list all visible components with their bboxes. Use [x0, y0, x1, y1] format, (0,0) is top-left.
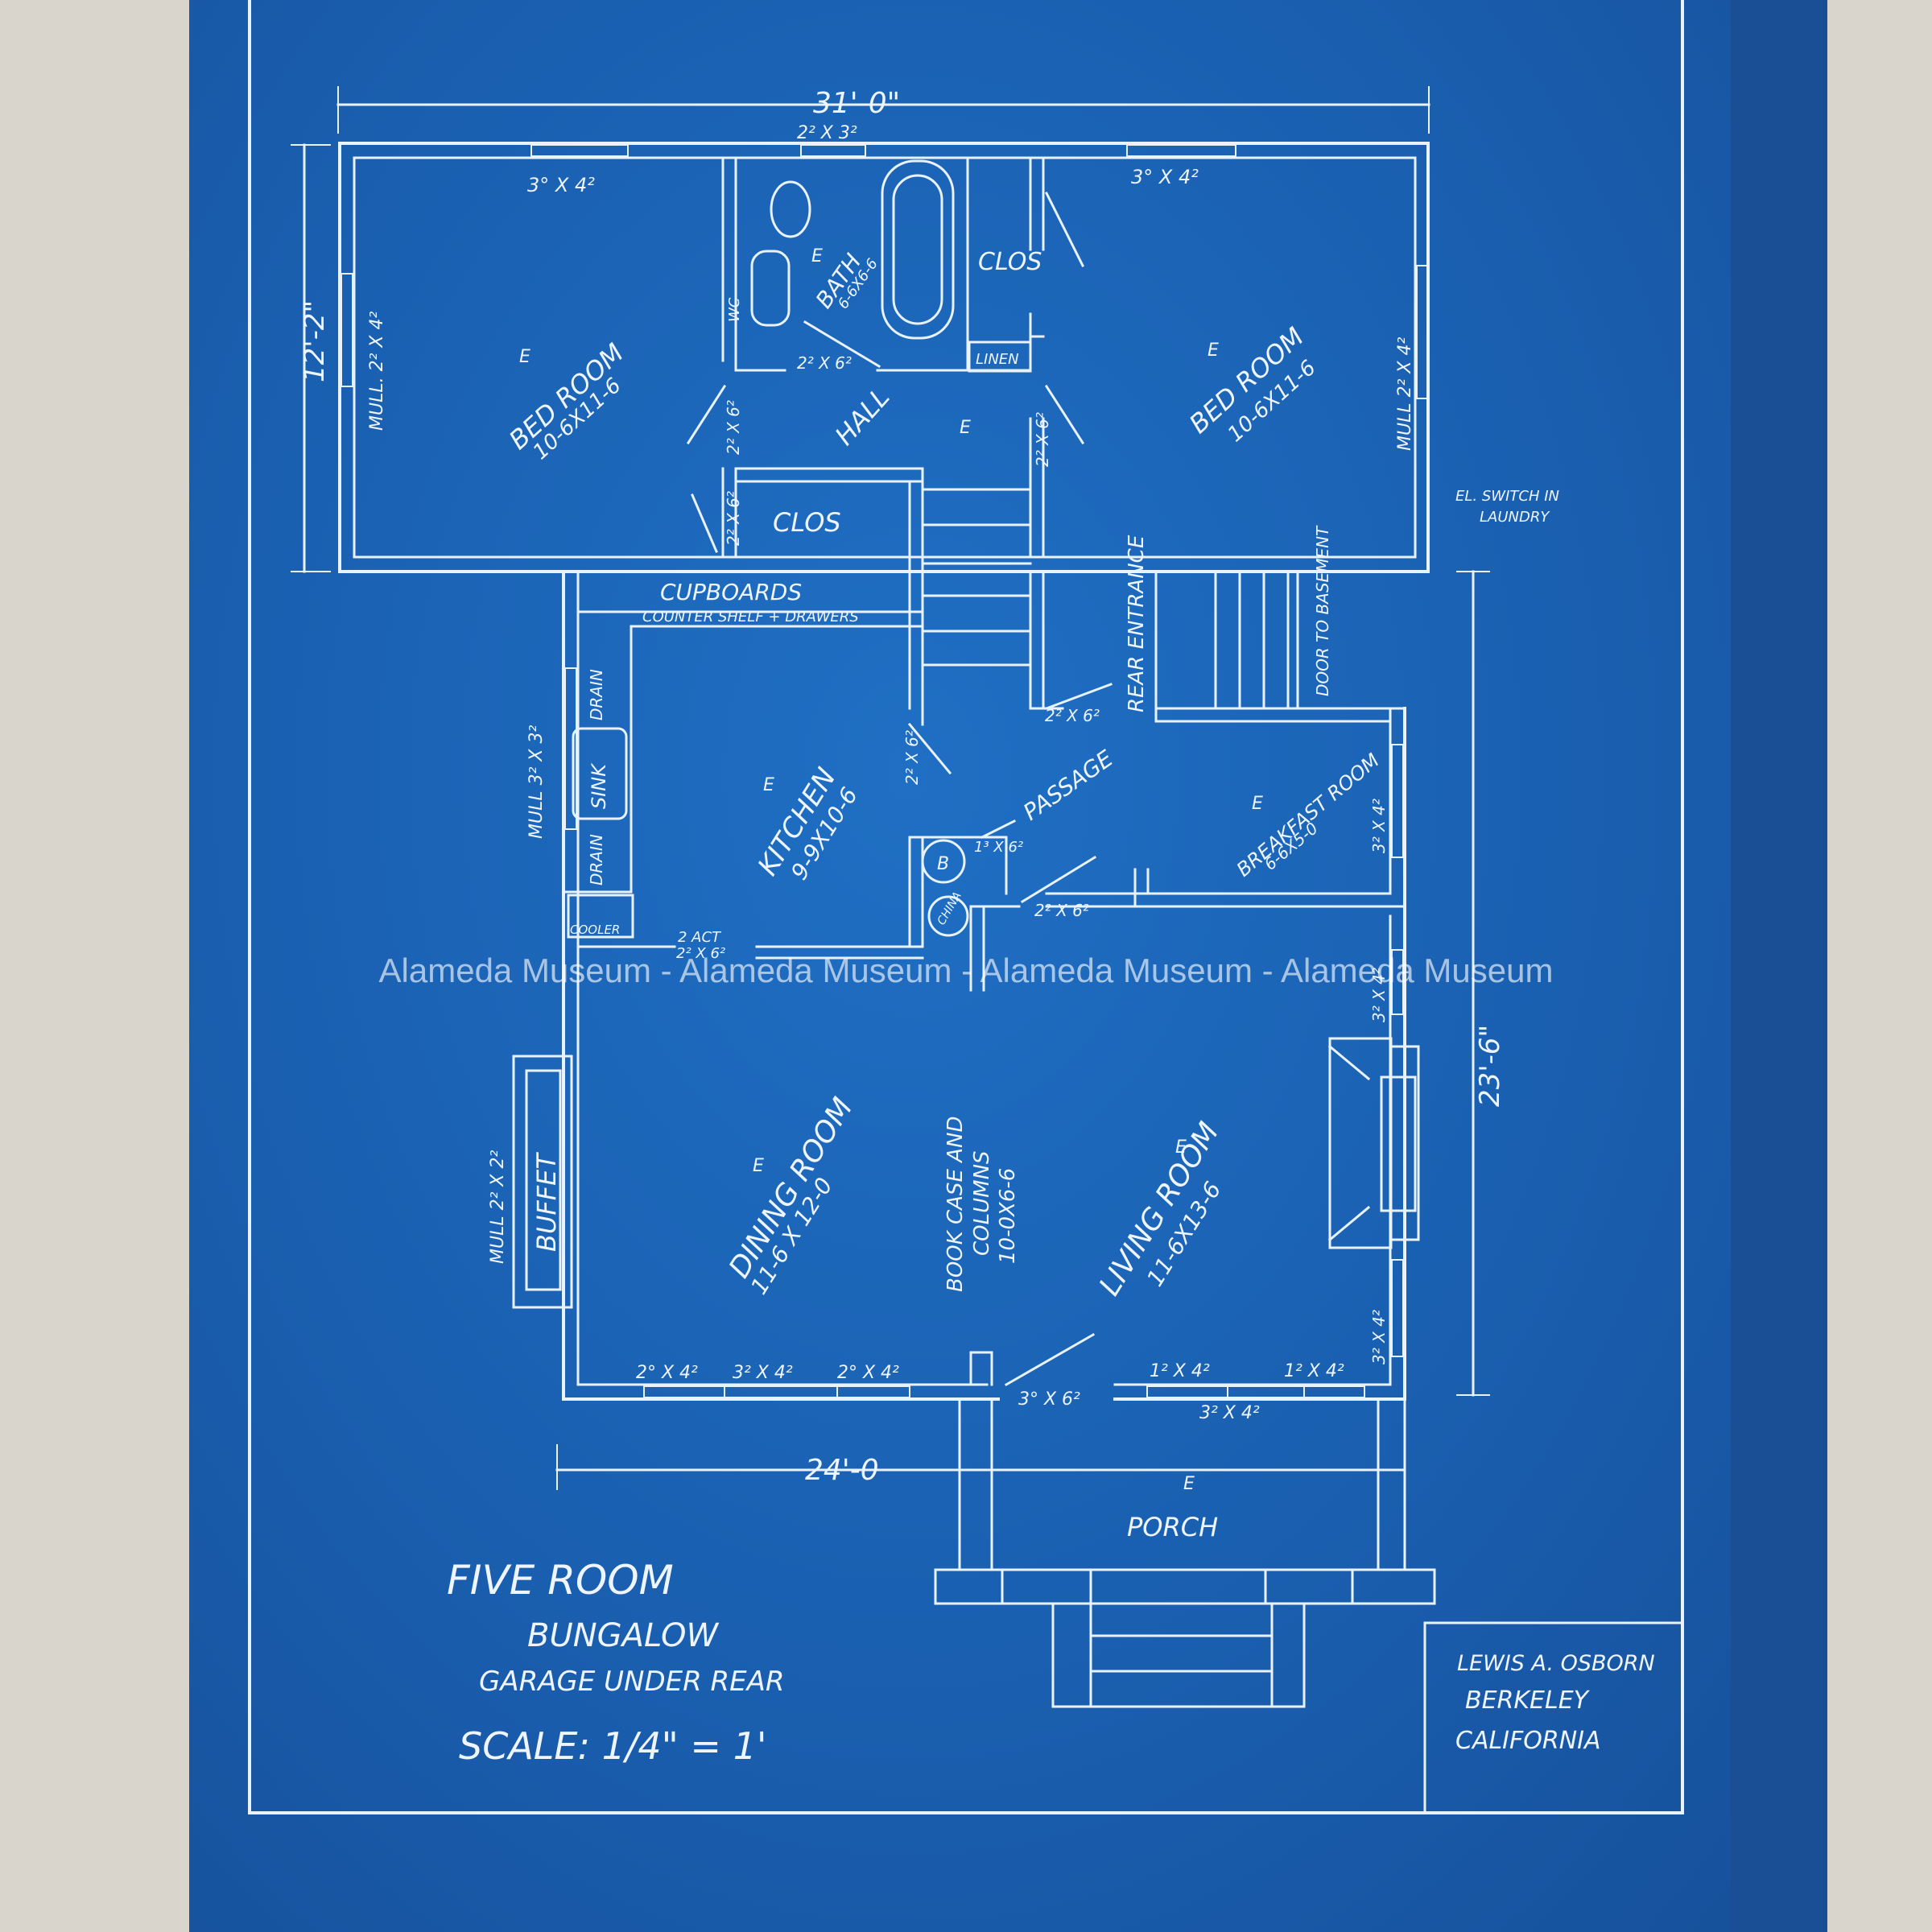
- breakfast-name: BREAKFAST ROOM: [1232, 749, 1384, 881]
- china-label: CHINA: [935, 890, 964, 927]
- stair: [921, 488, 1032, 667]
- laundry-note: LAUNDRY: [1480, 509, 1550, 526]
- passage-label: PASSAGE: [1018, 745, 1118, 825]
- bookcase-line2: COLUMNS: [970, 1150, 994, 1256]
- window-label-breakfast: 3² X 4²: [1369, 799, 1389, 853]
- dimension-lines: [291, 86, 1490, 1490]
- door-label-passage: 2² X 6²: [902, 730, 922, 785]
- drain-label-bottom: DRAIN: [587, 834, 606, 886]
- window-label-left-bed: 3° X 4²: [527, 174, 595, 196]
- wc-label: WC: [726, 297, 743, 322]
- title-line3: GARAGE UNDER REAR: [479, 1666, 785, 1698]
- exterior-walls: [338, 142, 1430, 1401]
- door-label-left-bed: 2² X 6²: [724, 400, 743, 455]
- rear-stair: [1154, 570, 1299, 723]
- watermark: Alameda Museum - Alameda Museum - Alamed…: [379, 952, 1554, 989]
- door-label-2act: 2 ACT: [678, 929, 722, 946]
- bookcase-line1: BOOK CASE AND: [943, 1117, 968, 1292]
- front-depth-label: 23'-6": [1474, 1025, 1506, 1107]
- door-label-13x6: 1³ X 6²: [974, 839, 1023, 856]
- architect-name: LEWIS A. OSBORN: [1457, 1651, 1655, 1676]
- built-ins: [512, 1037, 1420, 1386]
- outlet-breakfast: E: [1252, 794, 1263, 814]
- window-label-front-6: 3² X 4²: [1199, 1403, 1260, 1423]
- outlet-bath: E: [811, 246, 823, 266]
- window-label-bath: 2² X 3²: [797, 123, 857, 143]
- title-scale: SCALE: 1/4" = 1': [459, 1724, 767, 1768]
- door-label-rear: 2² X 6²: [1045, 706, 1100, 725]
- door-label-kitchen: 2² X 6²: [676, 945, 725, 962]
- rear-entrance-label: REAR ENTRANCE: [1125, 535, 1149, 712]
- outlet-living: E: [1175, 1137, 1187, 1158]
- title-line1: FIVE ROOM: [447, 1557, 674, 1604]
- door-label-bath: 2² X 6²: [797, 353, 852, 373]
- door-basement-label: DOOR TO BASEMENT: [1313, 525, 1332, 696]
- b-label: B: [937, 854, 949, 874]
- drain-label-top: DRAIN: [587, 669, 606, 720]
- porch: [934, 1397, 1436, 1708]
- door-swings: [686, 191, 1113, 1387]
- door-label-breakfast: 2² X 6²: [1034, 901, 1089, 920]
- sheet-border: [248, 0, 1684, 1814]
- counter-label: COUNTER SHELF + DRAWERS: [642, 609, 859, 625]
- interior-walls: [576, 156, 1150, 992]
- outlet-kitchen: E: [763, 775, 774, 795]
- kitchen-fixtures: [562, 625, 969, 939]
- architect-state: CALIFORNIA: [1455, 1727, 1601, 1755]
- clos-mid-label: CLOS: [773, 507, 841, 538]
- title-block-box: [1423, 1621, 1684, 1814]
- mull-buffet-label: MULL 2² X 2²: [488, 1150, 508, 1264]
- door-label-front: 3° X 6²: [1018, 1389, 1080, 1410]
- sheet-edge: [1731, 0, 1827, 1932]
- outlet-left-bed: E: [519, 347, 530, 367]
- cooler-label: COOLER: [570, 923, 620, 937]
- hall-label: HALL: [829, 382, 896, 451]
- window-label-front-5: 1² X 4²: [1284, 1361, 1344, 1381]
- linen-label: LINEN: [976, 351, 1019, 368]
- window-label-front-3: 2° X 4²: [837, 1363, 899, 1383]
- windows: [341, 144, 1429, 1398]
- porch-label: PORCH: [1127, 1512, 1218, 1542]
- switch-note: EL. SWITCH IN: [1455, 488, 1559, 505]
- title-line2: BUNGALOW: [527, 1617, 720, 1654]
- outlet-hall: E: [960, 418, 971, 438]
- architect-city: BERKELEY: [1465, 1686, 1591, 1715]
- sink-label: SINK: [588, 762, 610, 809]
- bookcase-size: 10-0X6-6: [996, 1168, 1020, 1264]
- buffet-label: BUFFET: [531, 1152, 562, 1252]
- window-label-front-1: 2° X 4²: [636, 1363, 698, 1383]
- window-label-living-lower: 3² X 4²: [1369, 1310, 1389, 1364]
- door-label-right-bed: 2² X 6²: [1033, 412, 1052, 467]
- rear-depth-label: 12'-2": [299, 300, 331, 382]
- front-width-label: 24'-0: [805, 1454, 879, 1487]
- cupboards-label: CUPBOARDS: [660, 579, 802, 605]
- overall-width-label: 31'-0": [813, 87, 900, 120]
- clos-top-label: CLOS: [978, 248, 1042, 276]
- mull-kitchen-label: MULL 3² X 3²: [526, 725, 547, 839]
- mull-right-label: MULL 2² X 4²: [1395, 337, 1415, 451]
- outlet-right-bed: E: [1208, 341, 1219, 361]
- outlet-porch: E: [1183, 1474, 1195, 1494]
- mull-left-label: MULL. 2² X 4²: [367, 312, 387, 431]
- window-label-right-bed: 3° X 4²: [1131, 166, 1199, 188]
- window-label-front-4: 1² X 4²: [1150, 1361, 1210, 1381]
- window-label-living-upper: 3² X 4²: [1369, 968, 1389, 1022]
- door-label-clos: 2² X 6²: [724, 491, 743, 546]
- window-label-front-2: 3² X 4²: [733, 1363, 793, 1383]
- blueprint-sheet: [189, 0, 1787, 1932]
- outlet-dining: E: [753, 1156, 764, 1176]
- bath-fixtures: [750, 159, 1032, 373]
